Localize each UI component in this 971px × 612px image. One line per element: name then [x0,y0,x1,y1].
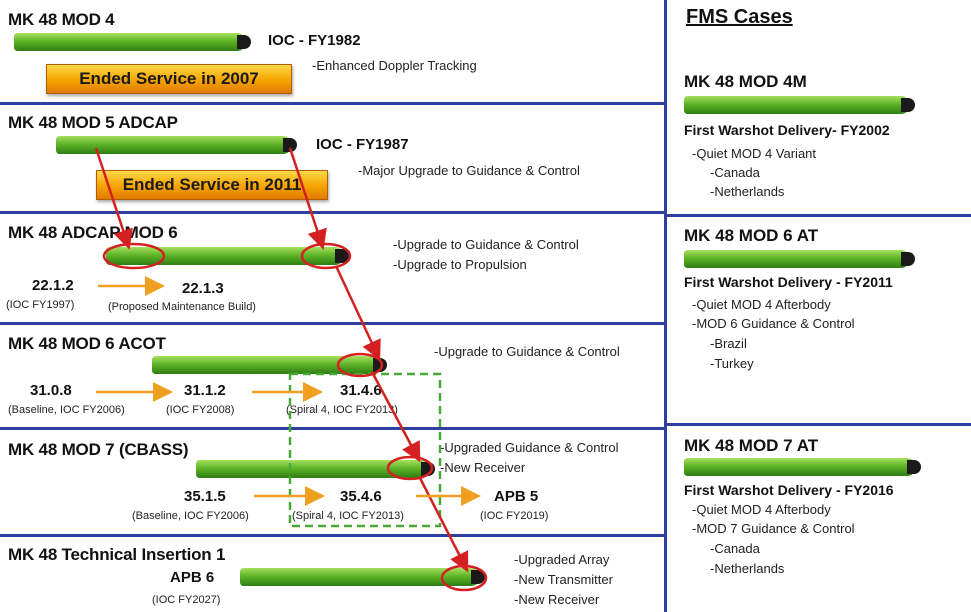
mod7-title: MK 48 MOD 7 (CBASS) [8,440,189,459]
fms-case-delivery: First Warshot Delivery- FY2002 [684,122,890,138]
mod5-ioc: IOC - FY1987 [316,136,409,153]
highlight-circle [386,455,434,481]
highlight-circle [440,564,488,592]
mod6-version-note: (Proposed Maintenance Build) [108,301,256,313]
mod7-version-number: 35.1.5 [184,488,226,505]
lineage-arrow [334,265,381,361]
mod7-version-number: APB 5 [494,488,539,505]
fms-case-item: -Brazil [710,336,747,351]
mod5-title: MK 48 MOD 5 ADCAP [8,113,178,132]
vertical-divider [664,0,667,612]
mod5-torpedo-image [56,136,297,154]
row-divider [0,211,664,214]
highlight-circle [336,352,384,378]
mod6-title: MK 48 ADCAP MOD 6 [8,223,178,242]
acot-version-number: 31.4.6 [340,382,382,399]
fms-case-title: MK 48 MOD 4M [684,72,807,91]
lineage-arrow [370,371,421,463]
mod6-version-note: (IOC FY1997) [6,299,75,311]
lineage-arrow [288,147,327,250]
mod5-feature: -Major Upgrade to Guidance & Control [358,163,580,178]
acot-torpedo-image [152,356,387,374]
fms-case-item: -MOD 7 Guidance & Control [692,521,855,536]
ti1-feature: -New Receiver [514,592,600,607]
mod7-feature: -New Receiver [440,460,526,475]
mod6-version-number: 22.1.2 [32,277,74,294]
ti1-title: MK 48 Technical Insertion 1 [8,545,226,564]
fms-torpedo-image [684,458,921,476]
fms-case-item: -Quiet MOD 4 Variant [692,146,817,161]
fms-case-item: -Canada [710,541,760,556]
mod6-feature: -Upgrade to Guidance & Control [393,237,579,252]
mod4-feature: -Enhanced Doppler Tracking [312,58,477,73]
fms-case-item: -Netherlands [710,561,785,576]
mod6-version-number: 22.1.3 [182,280,224,297]
fms-case-delivery: First Warshot Delivery - FY2011 [684,274,893,290]
row-divider [0,427,664,430]
fms-divider [667,214,971,217]
mod7-version-number: 35.4.6 [340,488,382,505]
mod4-ended-service-banner: Ended Service in 2007 [46,64,292,94]
ti1-apb-note: (IOC FY2027) [152,594,221,606]
ti1-apb-version: APB 6 [170,569,215,586]
mod4-torpedo-image [14,33,251,51]
highlight-circle [300,242,352,270]
spiral4-dashed-box [288,372,442,528]
fms-case-title: MK 48 MOD 6 AT [684,226,819,245]
ti1-feature: -Upgraded Array [514,552,610,567]
acot-version-note: (Spiral 4, IOC FY2013) [286,404,398,416]
mod6-torpedo-image [106,247,349,265]
fms-case-title: MK 48 MOD 7 AT [684,436,819,455]
acot-version-note: (Baseline, IOC FY2006) [8,404,125,416]
fms-case-item: -Netherlands [710,184,785,199]
fms-title: FMS Cases [686,6,793,28]
lineage-arrow [418,477,469,573]
ti1-feature: -New Transmitter [514,572,613,587]
acot-feature: -Upgrade to Guidance & Control [434,344,620,359]
mod7-version-note: (Spiral 4, IOC FY2013) [292,510,404,522]
highlight-circle [102,242,166,270]
acot-version-number: 31.0.8 [30,382,72,399]
fms-case-item: -Turkey [710,356,754,371]
mod4-ioc: IOC - FY1982 [268,32,361,49]
mod4-title: MK 48 MOD 4 [8,10,115,29]
acot-version-note: (IOC FY2008) [166,404,235,416]
fms-torpedo-image [684,96,915,114]
mod6-feature: -Upgrade to Propulsion [393,257,527,272]
row-divider [0,102,664,105]
mod7-version-note: (Baseline, IOC FY2006) [132,510,249,522]
acot-title: MK 48 MOD 6 ACOT [8,334,166,353]
mod7-version-note: (IOC FY2019) [480,510,549,522]
fms-case-delivery: First Warshot Delivery - FY2016 [684,482,894,498]
fms-torpedo-image [684,250,915,268]
mod7-feature: -Upgraded Guidance & Control [440,440,619,455]
row-divider [0,322,664,325]
fms-case-item: -Canada [710,165,760,180]
acot-version-number: 31.1.2 [184,382,226,399]
fms-divider [667,423,971,426]
fms-case-item: -MOD 6 Guidance & Control [692,316,855,331]
lineage-arrow [94,147,133,250]
ti1-torpedo-image [240,568,485,586]
row-divider [0,534,664,537]
fms-case-item: -Quiet MOD 4 Afterbody [692,502,831,517]
mod5-ended-service-banner: Ended Service in 2011 [96,170,328,200]
fms-case-item: -Quiet MOD 4 Afterbody [692,297,831,312]
